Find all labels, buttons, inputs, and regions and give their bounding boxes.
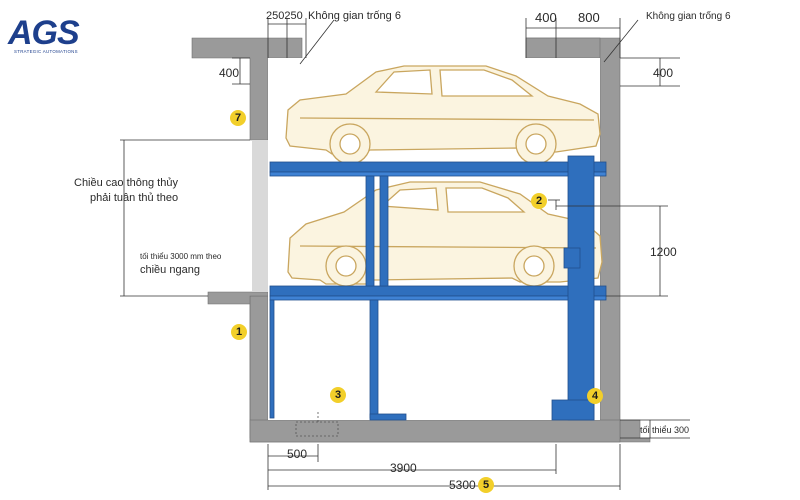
left-post-2	[379, 175, 389, 287]
lower-platform	[269, 285, 607, 297]
left-post-lower	[369, 299, 379, 419]
callout-badge-3: 3	[330, 387, 346, 403]
dim-right-1200: 1200	[650, 245, 677, 259]
dim-right-400: 400	[653, 66, 674, 80]
upper-car	[285, 65, 601, 165]
left-note-line1: Chiều cao thông thủy	[74, 177, 178, 189]
callout-badge-5: 5	[478, 477, 494, 493]
post-base	[551, 399, 595, 421]
lift-structure	[269, 155, 607, 421]
callout-badge-1: 1	[231, 324, 247, 340]
left-note-line2: phải tuân thủ theo	[90, 192, 179, 204]
dimension-lines	[120, 18, 690, 490]
left-post-1	[365, 175, 375, 287]
clearance-zone-left-wall	[252, 140, 268, 292]
right-beam	[525, 37, 601, 59]
min-pit-label: tối thiểu 300	[640, 425, 690, 435]
left-wall	[249, 295, 269, 439]
logo-tagline: STRATEGIC AUTOMATIONS	[14, 49, 78, 54]
dim-500: 500	[287, 447, 308, 461]
dim-top-left-pair: 250250	[266, 10, 303, 22]
dim-top-400-right: 400	[535, 10, 557, 25]
upper-platform	[269, 161, 607, 173]
callout-badge-7: 7	[230, 110, 246, 126]
min-note-line2: chiều ngang	[140, 264, 200, 276]
clearance-label-left: Không gian trống 6	[308, 10, 401, 22]
drain-pit	[295, 421, 339, 437]
dim-3900: 3900	[390, 461, 417, 475]
dim-5300: 5300	[449, 478, 476, 492]
callout-badge-4: 4	[587, 388, 603, 404]
callout-badge-2: 2	[531, 193, 547, 209]
min-note-line1: tối thiểu 3000 mm theo	[140, 252, 222, 261]
main-post	[567, 155, 595, 421]
ags-logo: AGS STRATEGIC AUTOMATIONS	[8, 14, 90, 58]
logo-text: AGS	[8, 14, 80, 52]
pit-floor	[249, 419, 621, 443]
dim-top-800: 800	[578, 10, 600, 25]
clearance-label-right: Không gian trống 6	[646, 11, 731, 22]
dim-top-400-left: 400	[219, 66, 240, 80]
